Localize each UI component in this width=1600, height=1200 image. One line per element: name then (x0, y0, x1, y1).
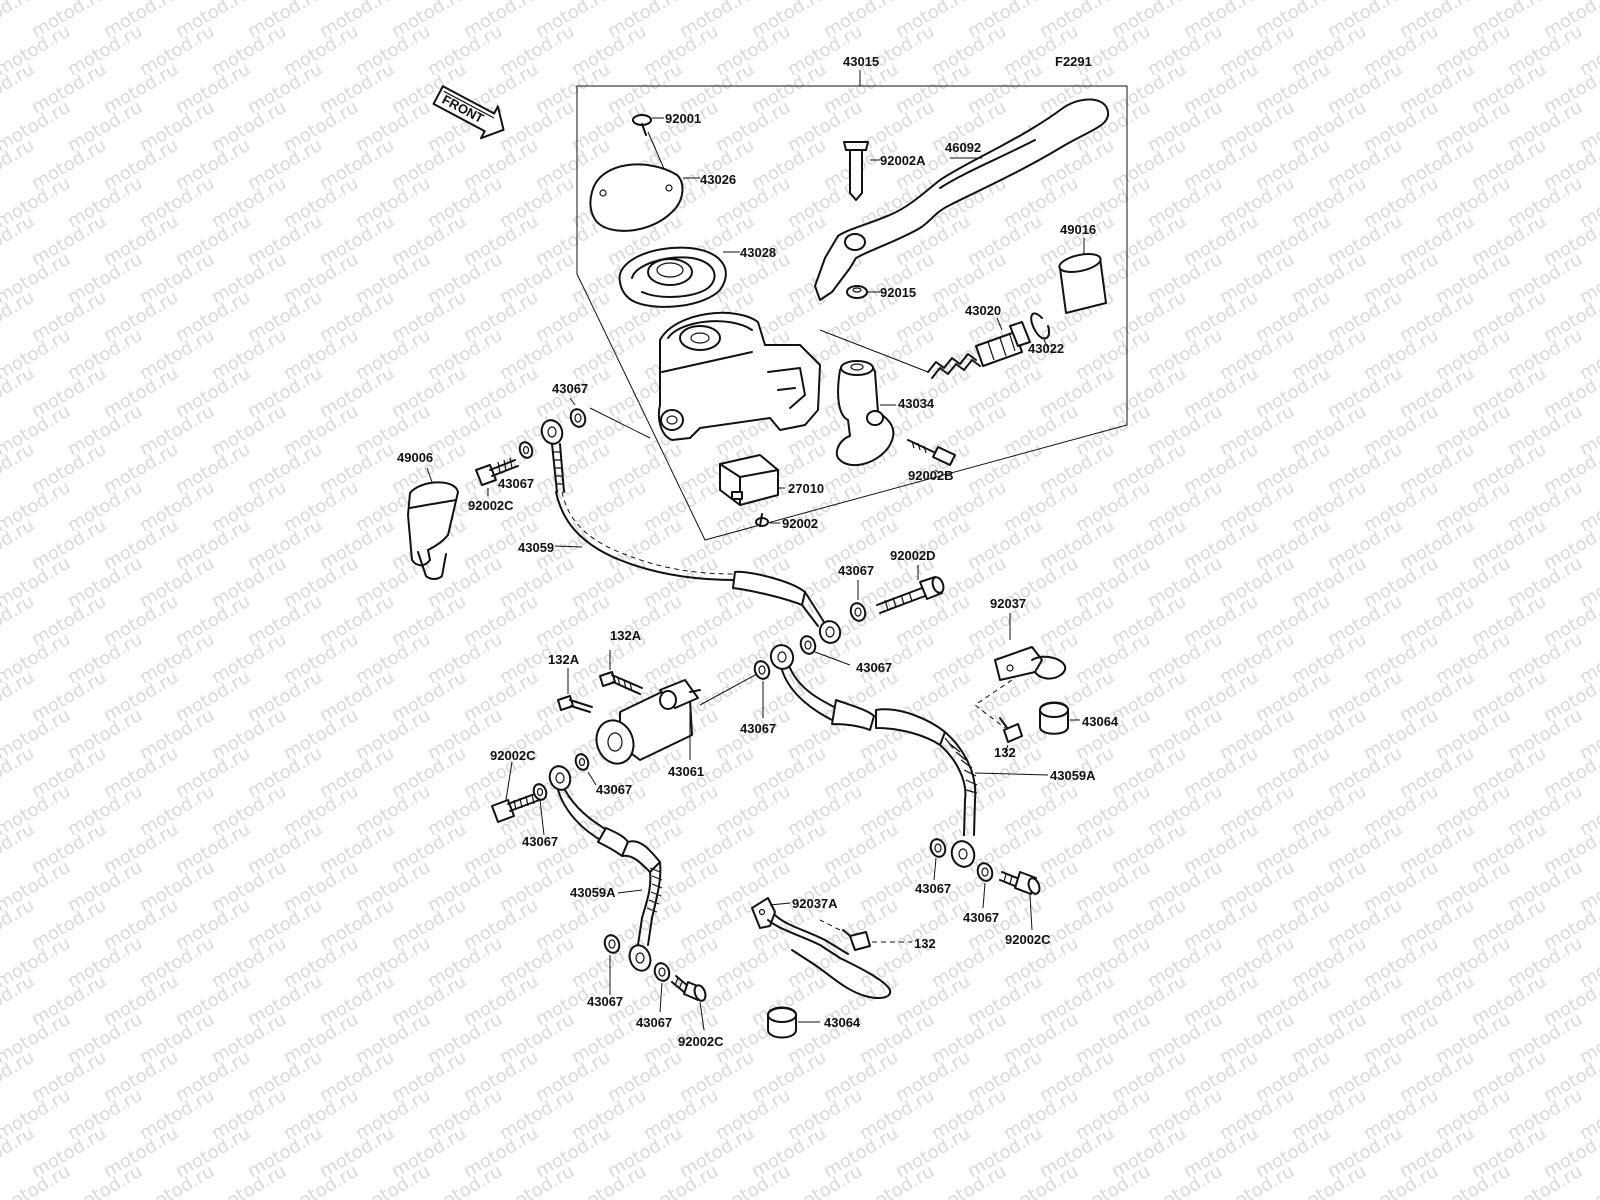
label-92002: 92002 (782, 516, 818, 531)
grommet-43064-a (1039, 701, 1069, 735)
label-43067-f: 43067 (596, 782, 632, 797)
label-92002C-a: 92002C (468, 498, 514, 513)
label-43026: 43026 (700, 172, 736, 187)
label-43067-c: 43067 (838, 563, 874, 578)
label-92002C-c: 92002C (1005, 932, 1051, 947)
label-43059: 43059 (518, 540, 554, 555)
label-43020: 43020 (965, 303, 1001, 318)
label-43067-d: 43067 (856, 660, 892, 675)
label-43067-b: 43067 (498, 476, 534, 491)
label-49006: 49006 (397, 450, 433, 465)
label-132-a: 132 (994, 745, 1016, 760)
label-132-b: 132 (914, 936, 936, 951)
label-92002A: 92002A (880, 153, 926, 168)
label-132A-b: 132A (548, 652, 580, 667)
label-92015: 92015 (880, 285, 916, 300)
label-43067-i: 43067 (963, 910, 999, 925)
label-43022: 43022 (1028, 341, 1064, 356)
label-43067-g: 43067 (522, 834, 558, 849)
label-43028: 43028 (740, 245, 776, 260)
label-46092: 46092 (945, 140, 981, 155)
nut-92015 (846, 285, 868, 299)
grommet-43064-b (767, 1006, 797, 1039)
master-cylinder-body (657, 311, 821, 441)
label-92037: 92037 (990, 596, 1026, 611)
label-43064-a: 43064 (1082, 714, 1119, 729)
label-132A-a: 132A (610, 628, 642, 643)
brake-light-switch-27010 (719, 454, 779, 506)
label-43015: 43015 (843, 54, 879, 69)
label-92037A: 92037A (792, 896, 838, 911)
label-43067-h: 43067 (915, 881, 951, 896)
label-43067-e: 43067 (740, 721, 776, 736)
watermark-text: motod.ru (1576, 0, 1600, 4)
dust-boot-49016 (1058, 253, 1107, 314)
label-92002C-d: 92002C (678, 1034, 724, 1049)
label-43059A-a: 43059A (1050, 768, 1096, 783)
label-43059A-b: 43059A (570, 885, 616, 900)
label-92002D: 92002D (890, 548, 936, 563)
label-43064-b: 43064 (824, 1015, 861, 1030)
bolt-132-a (999, 717, 1023, 743)
label-92002C-b: 92002C (490, 748, 536, 763)
label-49016: 49016 (1060, 222, 1096, 237)
label-92001: 92001 (665, 111, 701, 126)
label-43034: 43034 (898, 396, 935, 411)
figure-code: F2291 (1055, 54, 1092, 69)
label-43067-k: 43067 (636, 1015, 672, 1030)
label-27010: 27010 (788, 481, 824, 496)
label-92002B: 92002B (908, 468, 954, 483)
label-43067-a: 43067 (552, 381, 588, 396)
watermark-text: motod.ru (0, 1161, 2, 1200)
label-43061: 43061 (668, 764, 704, 779)
label-43067-j: 43067 (587, 994, 623, 1009)
